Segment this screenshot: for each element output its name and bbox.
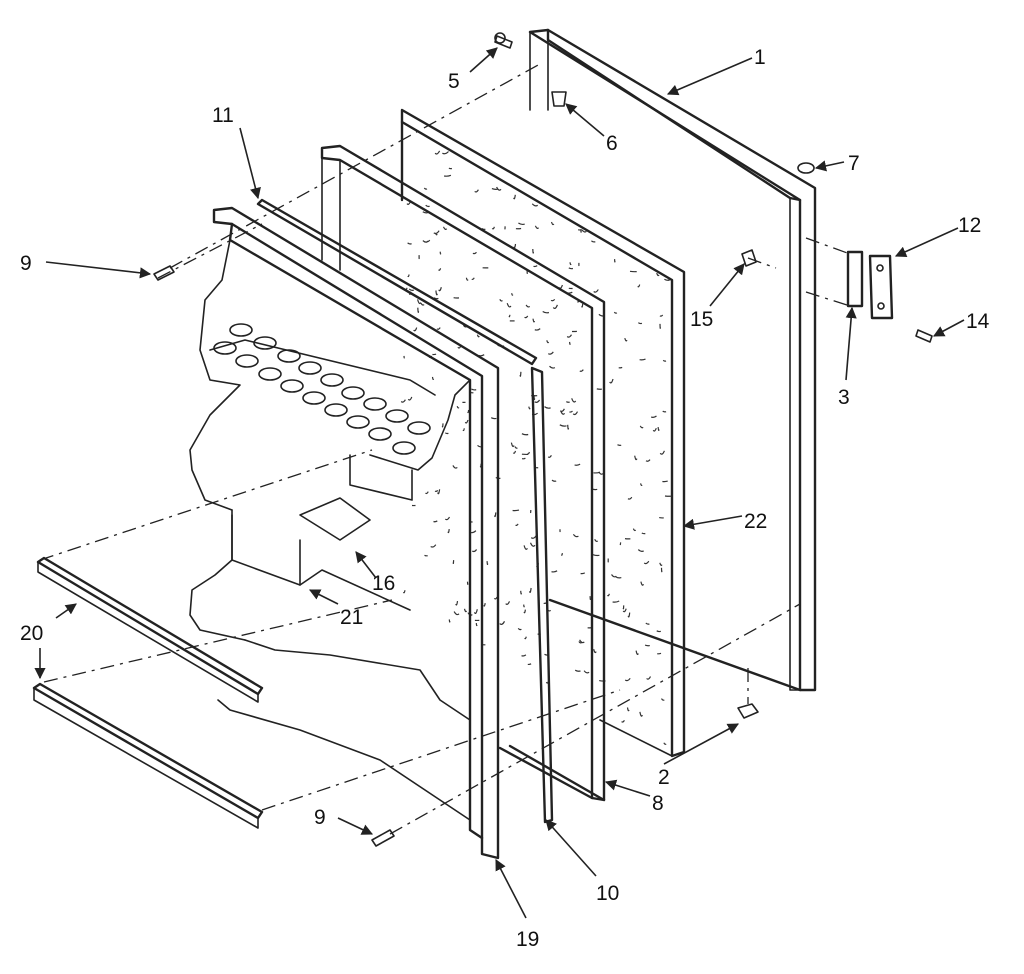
callout-22: 22	[744, 510, 767, 533]
cap-7	[797, 162, 815, 174]
callout-labels: 1 2 3 5 6 7 8 9 9 10 11 12 14 15 16 19 2…	[20, 46, 990, 951]
callout-11: 11	[212, 104, 234, 127]
foam-texture	[400, 150, 672, 745]
callout-19: 19	[516, 928, 539, 951]
callout-21: 21	[340, 606, 363, 629]
egg-rack	[213, 323, 431, 455]
callout-20: 20	[20, 622, 43, 645]
callout-14: 14	[966, 310, 990, 333]
callout-9-lower: 9	[314, 806, 326, 829]
hinge-pin-2	[737, 703, 759, 719]
side-gasket-strip	[530, 366, 554, 824]
callout-1: 1	[754, 46, 766, 69]
callout-8: 8	[652, 792, 664, 815]
callout-3: 3	[838, 386, 850, 409]
callout-16: 16	[372, 572, 395, 595]
callout-7: 7	[848, 152, 860, 175]
screw-14	[915, 329, 933, 343]
top-gasket-strip	[256, 198, 538, 366]
callout-5: 5	[448, 70, 460, 93]
callout-12: 12	[958, 214, 981, 237]
outer-door-panel	[528, 28, 817, 692]
plug-6	[551, 91, 567, 107]
clip-15	[741, 249, 757, 267]
foam-insulation-panel	[400, 108, 686, 758]
inner-door-liner	[189, 206, 500, 860]
callout-6: 6	[606, 132, 618, 155]
hinge-bracket-3	[846, 250, 864, 308]
screw-9-lower	[371, 829, 395, 847]
shelf-bar-lower	[32, 682, 264, 829]
callout-10: 10	[596, 882, 619, 905]
callout-15: 15	[690, 308, 713, 331]
hinge-12	[868, 254, 894, 320]
screw-9-upper	[153, 265, 175, 281]
callout-2: 2	[658, 766, 670, 789]
breaker-frame	[320, 144, 606, 802]
screw-5	[494, 32, 513, 49]
callout-leaders	[34, 47, 965, 919]
shelf-bar-upper	[36, 556, 264, 703]
callout-9-upper: 9	[20, 252, 32, 275]
assembly-lines	[39, 63, 851, 835]
